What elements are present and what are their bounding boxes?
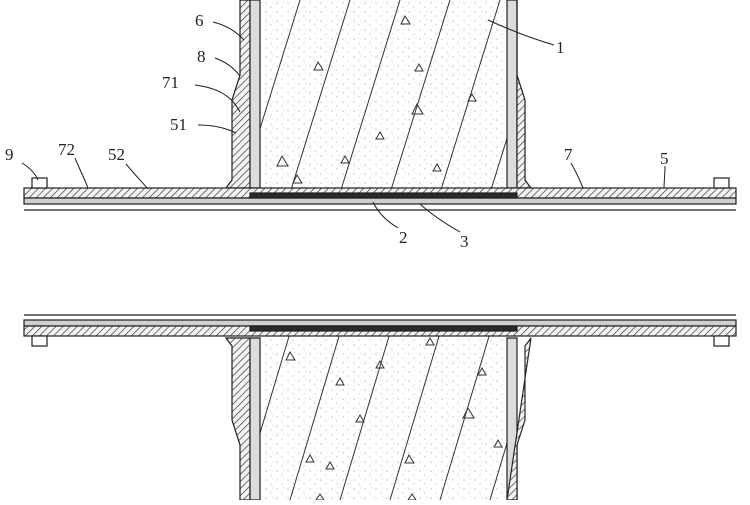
label-6: 6 bbox=[195, 11, 204, 30]
label-1: 1 bbox=[556, 38, 565, 57]
label-71: 71 bbox=[162, 73, 179, 92]
concrete-wall-upper bbox=[260, 0, 507, 193]
label-2: 2 bbox=[399, 228, 408, 247]
bolt-studs bbox=[31, 177, 730, 347]
label-5: 5 bbox=[660, 149, 669, 168]
label-52: 52 bbox=[108, 145, 125, 164]
label-3: 3 bbox=[460, 232, 469, 251]
label-8: 8 bbox=[197, 47, 206, 66]
leader-lines bbox=[21, 19, 666, 233]
sleeve-left-upper bbox=[224, 0, 261, 189]
label-51: 51 bbox=[170, 115, 187, 134]
pipe-wall-bottom bbox=[23, 314, 737, 337]
label-9: 9 bbox=[5, 145, 14, 164]
aggregate-triangles bbox=[276, 14, 503, 501]
sleeve-right-upper bbox=[506, 0, 533, 189]
concrete-wall-lower bbox=[260, 333, 507, 500]
pipe-wall-top bbox=[23, 187, 737, 211]
concrete-hatch-lower bbox=[260, 333, 507, 500]
label-72: 72 bbox=[58, 140, 75, 159]
label-7: 7 bbox=[564, 145, 573, 164]
sleeve-right-lower bbox=[506, 337, 532, 501]
sleeve-left-lower bbox=[224, 337, 261, 501]
callout-labels: 6 8 71 51 9 72 52 1 7 5 2 3 bbox=[5, 11, 669, 251]
